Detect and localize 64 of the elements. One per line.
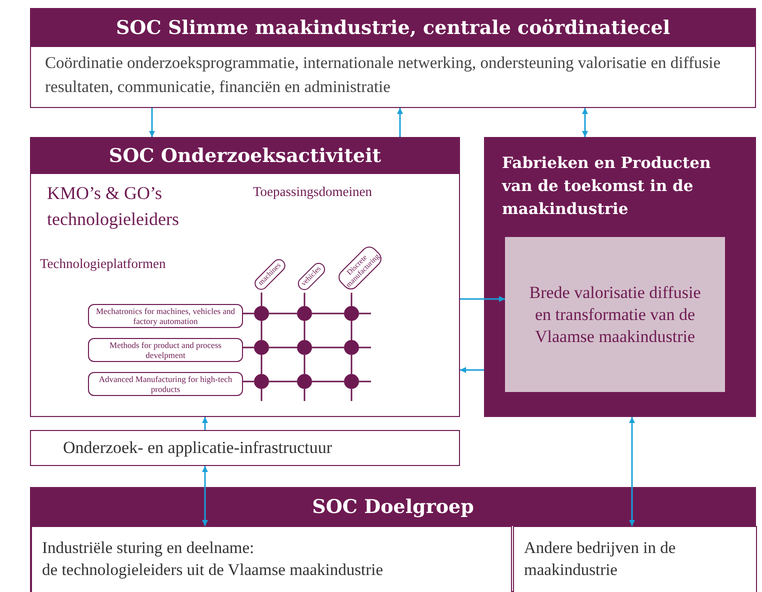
panel-heading: SOC Onderzoeksactiviteit bbox=[31, 138, 459, 174]
grid-line bbox=[243, 380, 254, 382]
grid-line bbox=[350, 389, 352, 401]
infrastructure-box: Onderzoek- en applicatie-infrastructuur bbox=[30, 430, 460, 466]
section-label: Technologieplatformen bbox=[40, 256, 166, 272]
arrow bbox=[397, 108, 403, 137]
grid-line bbox=[269, 346, 297, 348]
grid-line bbox=[359, 346, 371, 348]
intersection-dot bbox=[344, 340, 359, 355]
grid-line bbox=[350, 321, 352, 340]
arrow bbox=[460, 296, 505, 302]
grid-line bbox=[312, 312, 344, 314]
box-text: Industriële sturing en deelname: bbox=[42, 537, 256, 559]
intersection-dot bbox=[254, 374, 269, 389]
arrow bbox=[460, 367, 484, 373]
grid-line bbox=[269, 380, 297, 382]
arrow bbox=[629, 417, 635, 526]
grid-line bbox=[260, 321, 262, 340]
coordination-panel bbox=[30, 8, 756, 108]
target-group-panel bbox=[30, 487, 756, 592]
panel-heading: SOC Doelgroep bbox=[31, 488, 755, 526]
panel-text: Coördinatie onderzoeksprogrammatie, internationale netwerking, ondersteuning valorisatie en diffusie resultaten, communicatie, financiën en administratie bbox=[45, 52, 722, 98]
intersection-dot bbox=[254, 340, 269, 355]
grid-line bbox=[359, 312, 371, 314]
platform-box: Mechatronics for machines, vehicles and factory automation bbox=[88, 304, 243, 328]
arrow bbox=[582, 108, 588, 137]
intersection-dot bbox=[297, 306, 312, 321]
grid-line bbox=[304, 292, 306, 306]
grid-line bbox=[312, 380, 344, 382]
target-box bbox=[31, 526, 512, 592]
group-heading: KMO’s & GO’s technologieleiders bbox=[47, 182, 180, 231]
platform-box: Methods for product and process develpment bbox=[88, 338, 243, 362]
grid-line bbox=[269, 312, 297, 314]
arrow bbox=[202, 417, 208, 430]
grid-line bbox=[260, 292, 262, 306]
grid-line bbox=[350, 292, 352, 306]
arrow bbox=[202, 466, 208, 526]
intersection-dot bbox=[344, 306, 359, 321]
box-text: Brede valorisatie diffusie en transformatie van de Vlaamse maakindustrie bbox=[529, 282, 701, 348]
panel-heading: SOC Slimme maakindustrie, centrale coördinatiecel bbox=[31, 9, 755, 47]
grid-line bbox=[260, 355, 262, 374]
box-text: Andere bedrijven in de maakindustrie bbox=[524, 537, 677, 581]
grid-line bbox=[359, 380, 371, 382]
future-panel bbox=[484, 137, 756, 417]
panel-heading: Fabrieken en Producten van de toekomst in de maakindustrie bbox=[502, 152, 712, 220]
grid-line bbox=[304, 321, 306, 340]
grid-line bbox=[243, 312, 254, 314]
grid-line bbox=[304, 389, 306, 401]
platform-box: Advanced Manufacturing for high-tech products bbox=[88, 372, 243, 396]
arrow bbox=[149, 108, 155, 137]
grid-line bbox=[312, 346, 344, 348]
grid-line bbox=[304, 355, 306, 374]
grid-line bbox=[243, 346, 254, 348]
target-box bbox=[513, 526, 757, 592]
grid-line bbox=[260, 389, 262, 401]
intersection-dot bbox=[254, 306, 269, 321]
grid-line bbox=[350, 355, 352, 374]
research-panel bbox=[30, 137, 460, 417]
intersection-dot bbox=[344, 374, 359, 389]
box-text: de technologieleiders uit de Vlaamse maakindustrie bbox=[42, 559, 384, 581]
intersection-dot bbox=[297, 340, 312, 355]
valorisation-box bbox=[505, 237, 725, 392]
intersection-dot bbox=[297, 374, 312, 389]
section-label: Toepassingsdomeinen bbox=[253, 184, 372, 200]
